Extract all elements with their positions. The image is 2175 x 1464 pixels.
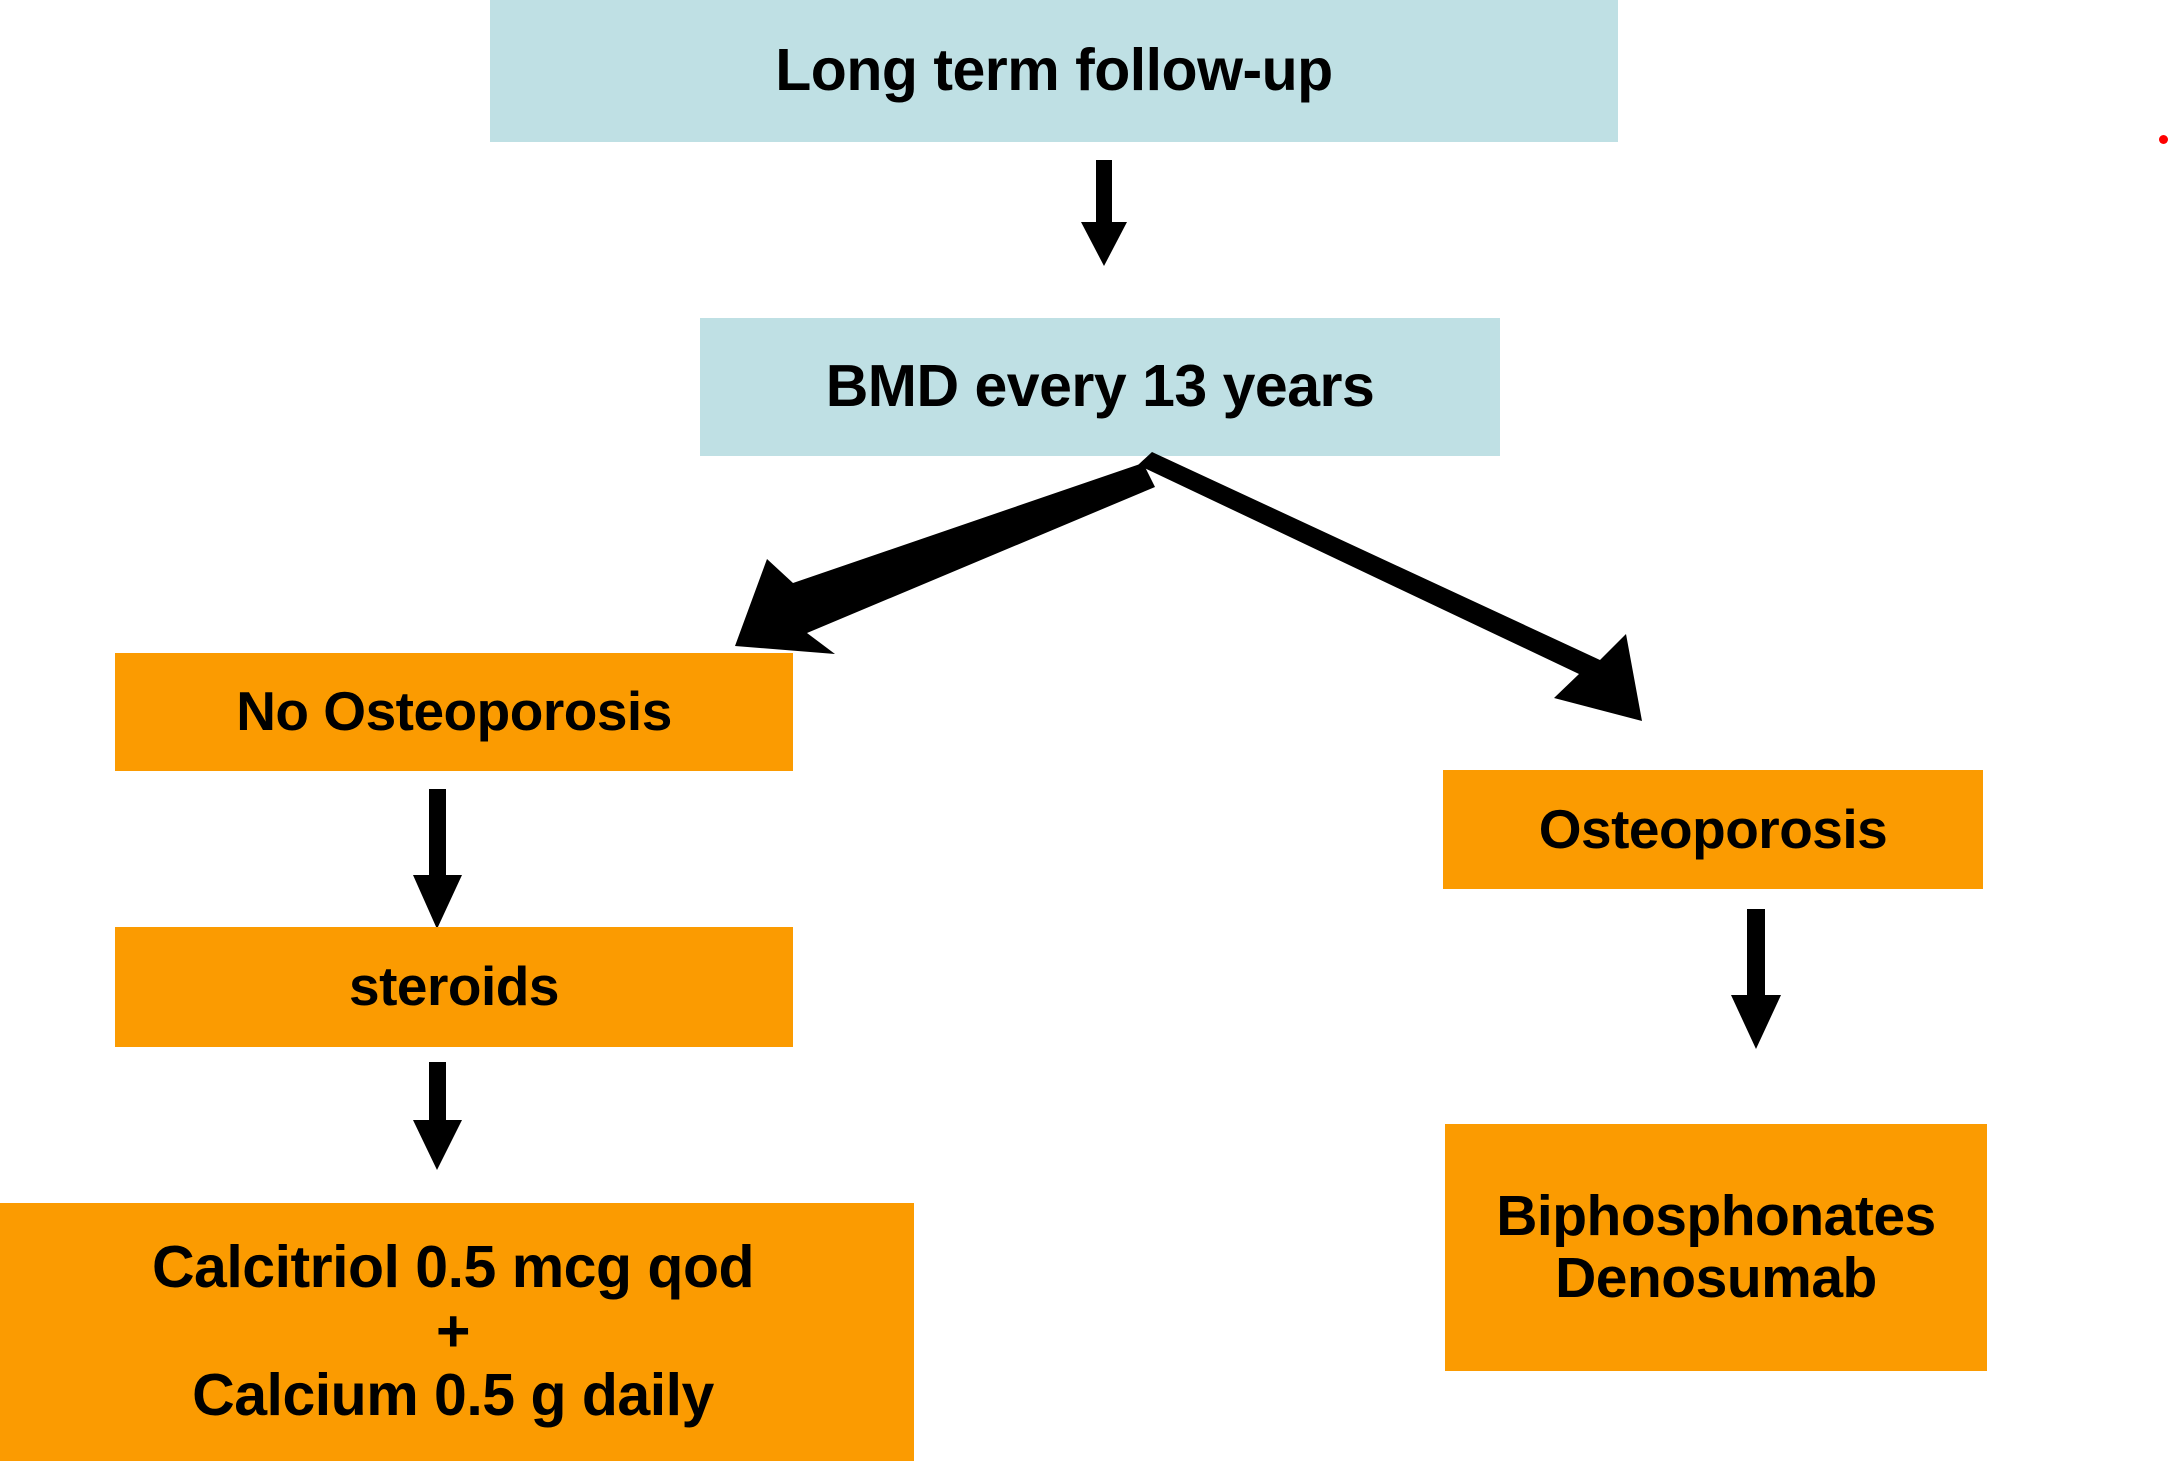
arrow-steroids-to-calcitriol (413, 1062, 462, 1170)
arrow-bmd-to-osteo (1138, 452, 1642, 721)
arrow-followup-to-bmd (1081, 160, 1127, 266)
node-long-term-follow-up: Long term follow-up (490, 0, 1618, 142)
node-osteoporosis: Osteoporosis (1443, 770, 1983, 889)
node-bmd-every-13-years: BMD every 13 years (700, 318, 1500, 456)
node-steroids: steroids (115, 927, 793, 1047)
arrow-osteoporosis-to-biphosphonates (1731, 909, 1781, 1049)
node-biphosphonates-denosumab: Biphosphonates Denosumab (1445, 1124, 1987, 1371)
arrow-bmd-to-noosteo (735, 463, 1155, 654)
red-marker-dot (2159, 135, 2168, 144)
arrow-noosteo-to-steroids (413, 789, 462, 929)
node-no-osteoporosis: No Osteoporosis (115, 653, 793, 771)
node-calcitriol-calcium: Calcitriol 0.5 mcg qod + Calcium 0.5 g d… (0, 1203, 914, 1461)
